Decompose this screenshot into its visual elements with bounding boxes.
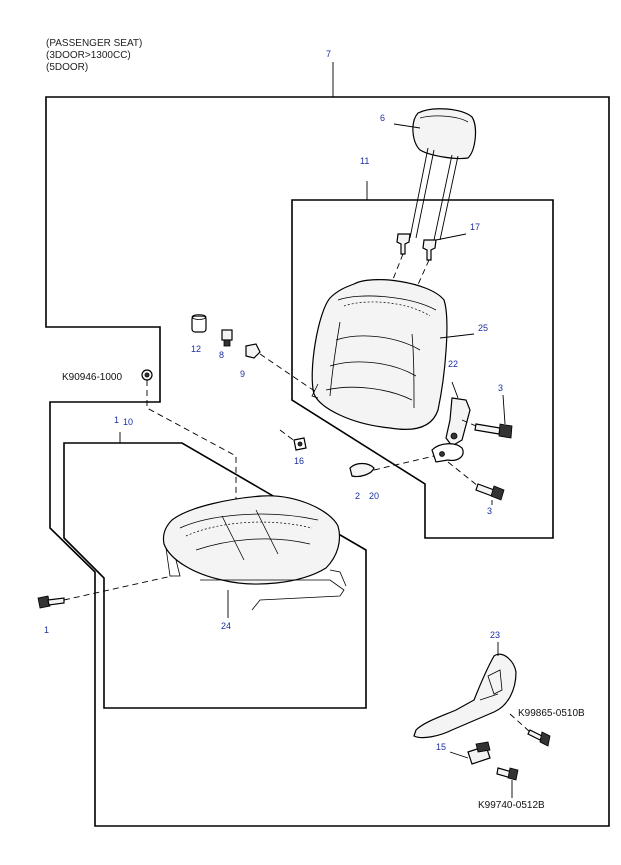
callout-10: 10 [123,417,133,427]
seat-back [311,279,448,431]
seat-back-frame [291,199,554,539]
callout-3-upper: 3 [498,383,503,393]
callout-20: 20 [369,491,379,501]
dash-k90946 [146,380,237,500]
callout-6: 6 [380,113,385,123]
callout-7: 7 [326,49,331,59]
dash-k99865 [509,713,531,733]
header-line-2: (3DOOR>1300CC) [46,50,131,61]
knob-15 [467,741,491,765]
dash-bolt-1 [63,575,173,601]
part-code-k99740: K99740-0512B [478,800,545,811]
bolt-k99740 [496,767,519,781]
bolt-upper [474,423,513,439]
dash-clip-16 [279,429,297,443]
leader-15 [449,751,469,759]
seat-cushion-frame [63,442,367,709]
clip-16 [293,437,307,451]
header-line-3: (5DOOR) [46,62,88,73]
headrest [409,108,477,241]
callout-1: 1 [44,625,49,635]
dash-knob-20 [373,455,435,471]
callout-9: 9 [240,369,245,379]
clip-k90946 [141,369,153,381]
bolt-8 [221,329,233,347]
callout-25: 25 [478,323,488,333]
dash-bolt-upper [461,419,477,427]
callout-8: 8 [219,350,224,360]
callout-22: 22 [448,359,458,369]
leader-25 [439,333,475,339]
callout-17: 17 [470,222,480,232]
callout-23: 23 [490,630,500,640]
leader-6 [393,123,421,129]
callout-11: 11 [360,156,369,166]
dash-nut-9 [259,353,317,393]
callout-3-lower: 3 [487,506,492,516]
bolt-k99865 [527,729,551,747]
seat-assembly-frame [45,96,610,827]
seat-cushion [162,495,347,618]
dash-bolt-lower [447,461,479,487]
callout-2: 2 [355,491,360,501]
leader-3a [502,394,506,425]
side-cover-23 [413,653,517,739]
callout-16: 16 [294,456,304,466]
part-code-k90946: K90946-1000 [62,372,122,383]
callout-15: 15 [436,742,446,752]
nut-9 [245,343,261,359]
callout-24: 24 [221,621,231,631]
callout-12: 12 [191,344,201,354]
bolt-1 [37,595,65,609]
leader-17 [435,233,467,241]
recliner-mechanism [431,381,471,463]
knob-20 [349,462,375,478]
headrest-guides [396,233,437,261]
callout-1-top: 1 [114,415,119,425]
header-line-1: (PASSENGER SEAT) [46,38,142,49]
part-code-k99865: K99865-0510B [518,708,585,719]
bolt-lower [475,483,505,501]
spacer-12 [191,314,207,333]
